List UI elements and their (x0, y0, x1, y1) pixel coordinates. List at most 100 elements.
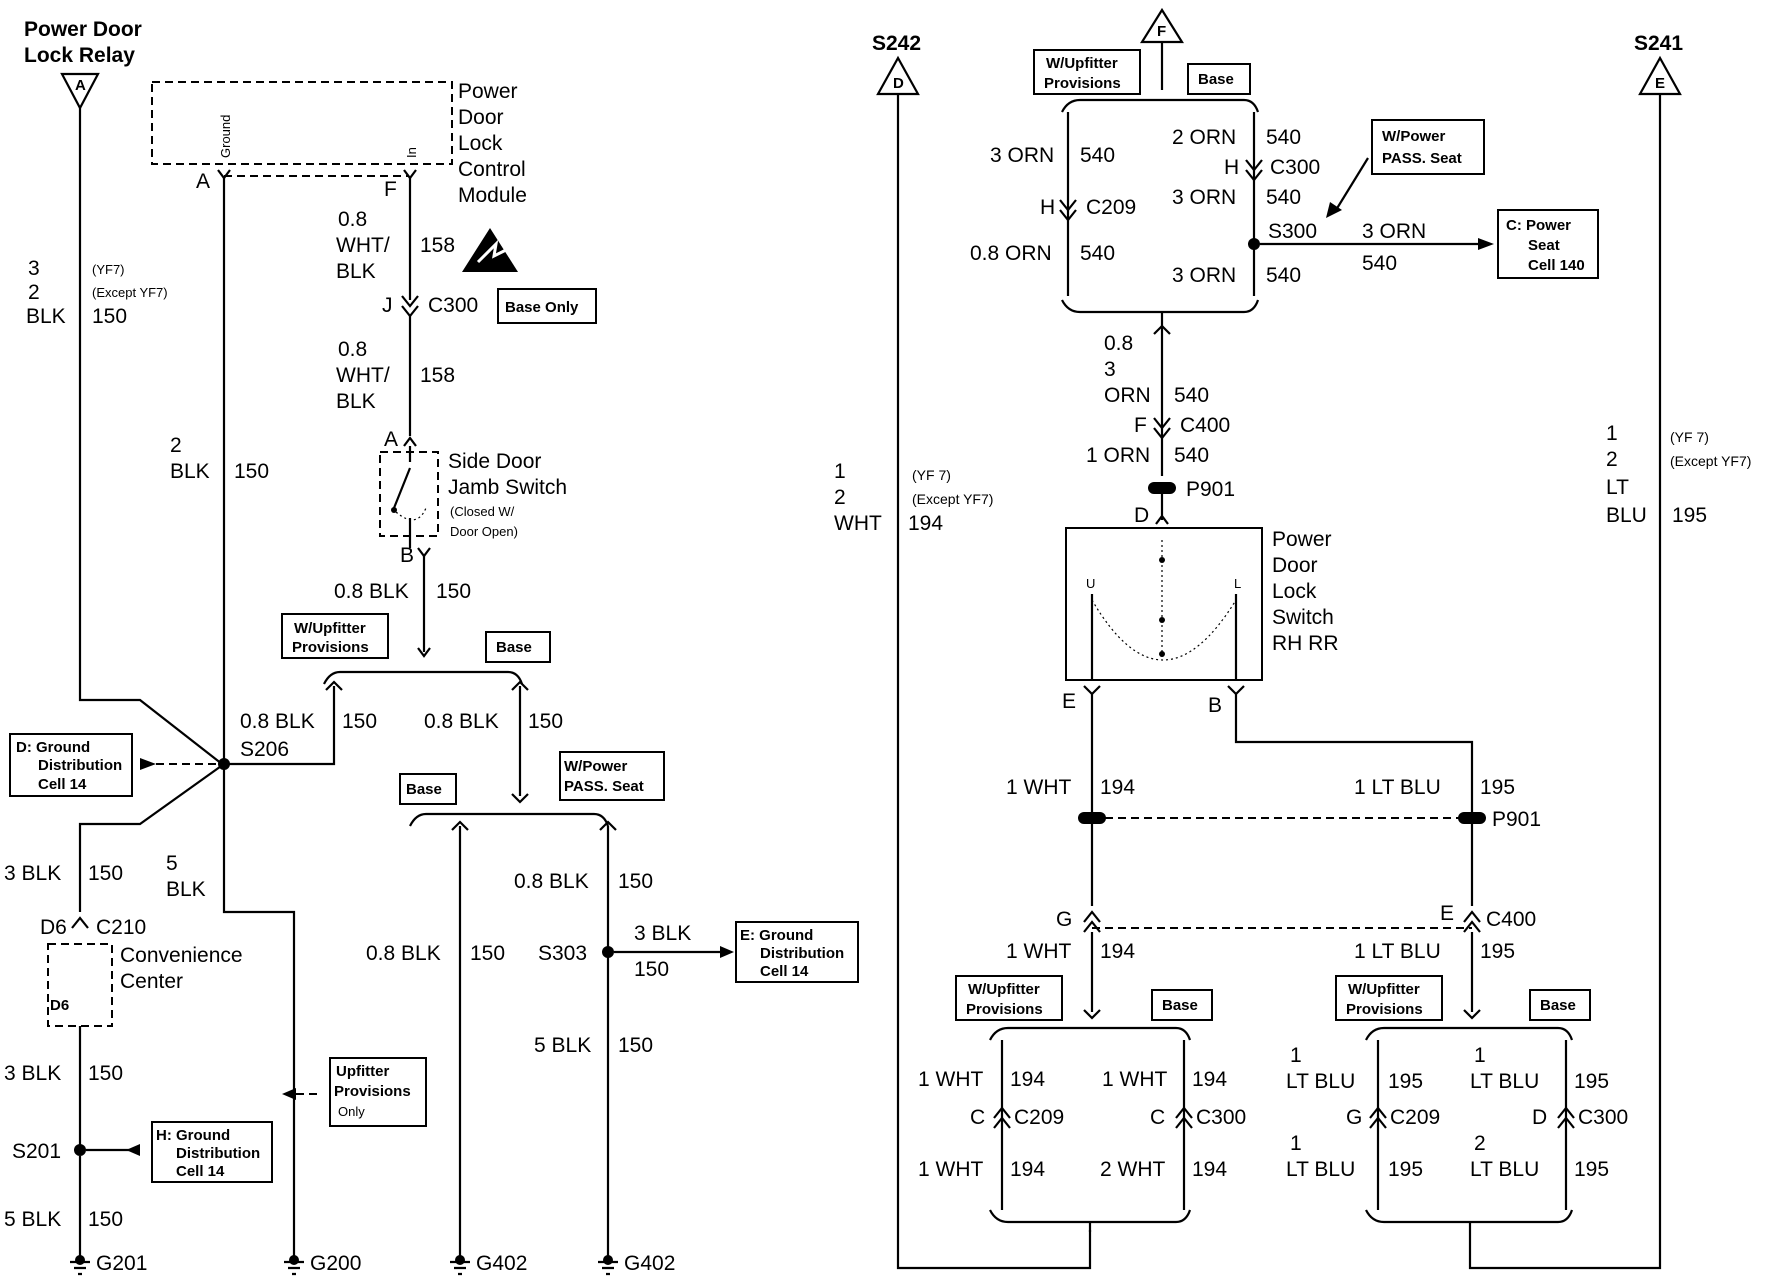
switch-l: L (1234, 576, 1241, 591)
wire-150-g402a-gauge: 0.8 BLK (366, 942, 441, 965)
w195-main-color1: LT (1606, 476, 1629, 499)
switch-pin-e: E (1062, 690, 1076, 713)
control-module: Power Door Lock Control Module Ground In… (151, 80, 527, 207)
rc-pin: H (1224, 156, 1239, 179)
g201-label: G201 (96, 1252, 147, 1275)
wht-l-conn: C209 (1014, 1106, 1064, 1129)
w540-low-gauge: 1 ORN (1086, 444, 1150, 467)
blu-upfitter-badge (1335, 975, 1443, 1021)
base-branch-circuit: 150 (528, 710, 563, 733)
upfitter-badge-top (1033, 49, 1141, 95)
upfitter-only-3: Only (338, 1104, 365, 1119)
lock-switch-box (1065, 527, 1263, 681)
wire-150-g402a-circuit: 150 (470, 942, 505, 965)
wire-150-top-opt2: (Except YF7) (92, 285, 168, 300)
wpass-badge-left (559, 751, 665, 801)
esd-warning-icon (462, 228, 518, 272)
wire-150-c210-circuit: 150 (88, 1062, 123, 1085)
switch-pin-d-fork (1155, 494, 1169, 525)
w540-mid-color: ORN (1104, 384, 1151, 407)
blu-r-bot-g2: LT BLU (1470, 1158, 1539, 1181)
w540-low-circuit: 540 (1174, 444, 1209, 467)
blu-upfitter-1: W/Upfitter (1348, 981, 1420, 998)
module-label-1: Power (458, 80, 518, 103)
module-ground-label: Ground (218, 115, 233, 158)
ground-dist-d-arrow (140, 758, 156, 770)
wht-upfitter-2: Provisions (966, 1001, 1043, 1018)
wht-l-pin: C (970, 1106, 985, 1129)
s300-branch-circuit: 540 (1362, 252, 1397, 275)
module-label-2: Door (458, 106, 504, 129)
power-seat-3: Cell 140 (1528, 257, 1585, 274)
ground-dist-d-1: D: Ground (16, 739, 90, 756)
jamb-label-1: Side Door (448, 450, 541, 473)
wire-5blk-color: BLK (166, 878, 206, 901)
s303-top-gauge: 0.8 BLK (514, 870, 589, 893)
relay-connector-letter: A (75, 77, 86, 94)
wht-r-conn: C300 (1196, 1106, 1246, 1129)
wht-r-bot-circuit: 194 (1192, 1158, 1227, 1181)
ground-dist-d-3: Cell 14 (38, 776, 87, 793)
w195-c400-gauge: 1 LT BLU (1354, 940, 1441, 963)
blu-l-top-g1: 1 (1290, 1044, 1302, 1067)
w194-p901-circuit: 194 (1100, 776, 1135, 799)
jamb-note-2: Door Open) (450, 524, 518, 539)
blu-upfitter-2: Provisions (1346, 1001, 1423, 1018)
top-brace-2 (1061, 299, 1260, 314)
s303-label: S303 (538, 942, 587, 965)
blu-r-top-g2: LT BLU (1470, 1070, 1539, 1093)
wire-195-main (1468, 94, 1662, 1270)
ground-dist-h-3: Cell 14 (176, 1163, 225, 1180)
ground-dist-d-box (9, 733, 133, 797)
wire-150-s201-circuit: 150 (88, 1208, 123, 1231)
c400-top-connector (1153, 417, 1171, 440)
c400-top-label: C400 (1180, 414, 1230, 437)
s206-wire-circuit: 150 (342, 710, 377, 733)
switch-contact-3 (1159, 651, 1165, 657)
switch-label-4: Switch (1272, 606, 1334, 629)
wpass-badge-right (1371, 119, 1485, 175)
switch-contact-legs (1090, 594, 1238, 680)
w540-mid-g2: 3 (1104, 358, 1116, 381)
ground-g402a: G402 (450, 1252, 527, 1276)
wire-158-low-gauge: 0.8 (338, 338, 367, 361)
ground-dist-h-1: H: Ground (156, 1127, 230, 1144)
wht-upfitter-badge (955, 975, 1063, 1021)
ground-g402b: G402 (598, 1252, 675, 1276)
power-seat-2: Seat (1528, 237, 1560, 254)
wire-5blk-gauge: 5 (166, 852, 178, 875)
blu-c300-connector (1557, 1106, 1575, 1129)
base-badge-jamb-text: Base (496, 639, 532, 656)
s303-splice (602, 946, 614, 958)
wire-194-main-g1: 1 (834, 460, 846, 483)
wire-150-top-circuit: 150 (92, 305, 127, 328)
module-label-4: Control (458, 158, 526, 181)
s303-branch-gauge: 3 BLK (634, 922, 691, 945)
s300-branch-arrow (1478, 238, 1494, 250)
jamb-note-1: (Closed W/ (450, 504, 515, 519)
switch-bottom-forks (1083, 685, 1245, 696)
blu-r-top-g1: 1 (1474, 1044, 1486, 1067)
s303-branch-circuit: 150 (634, 958, 669, 981)
module-in-label: In (404, 147, 419, 158)
ground-dist-h-box (151, 1121, 273, 1183)
blu-r-pin: D (1532, 1106, 1547, 1129)
s303-bot-circuit: 150 (618, 1034, 653, 1057)
s206-wire-gauge: 0.8 BLK (240, 710, 315, 733)
wire-194-main-g2: 2 (834, 486, 846, 509)
upfitter-badge-jamb (281, 613, 389, 659)
s201-label: S201 (12, 1140, 61, 1163)
base-only-badge (497, 288, 597, 324)
c400-pin-g: G (1056, 908, 1072, 931)
s303-top-circuit: 150 (618, 870, 653, 893)
wire-150-lower-left (78, 763, 225, 912)
conv-label-1: Convenience (120, 944, 243, 967)
c210-pin: D6 (40, 916, 67, 939)
wht-upfitter-1: W/Upfitter (968, 981, 1040, 998)
switch-pin-b: B (1208, 694, 1222, 717)
lc-w2: 0.8 ORN (970, 242, 1052, 265)
c300-top-connector (1245, 159, 1263, 182)
s201-splice (74, 1144, 86, 1156)
wire-158-low-color1: WHT/ (336, 364, 390, 387)
